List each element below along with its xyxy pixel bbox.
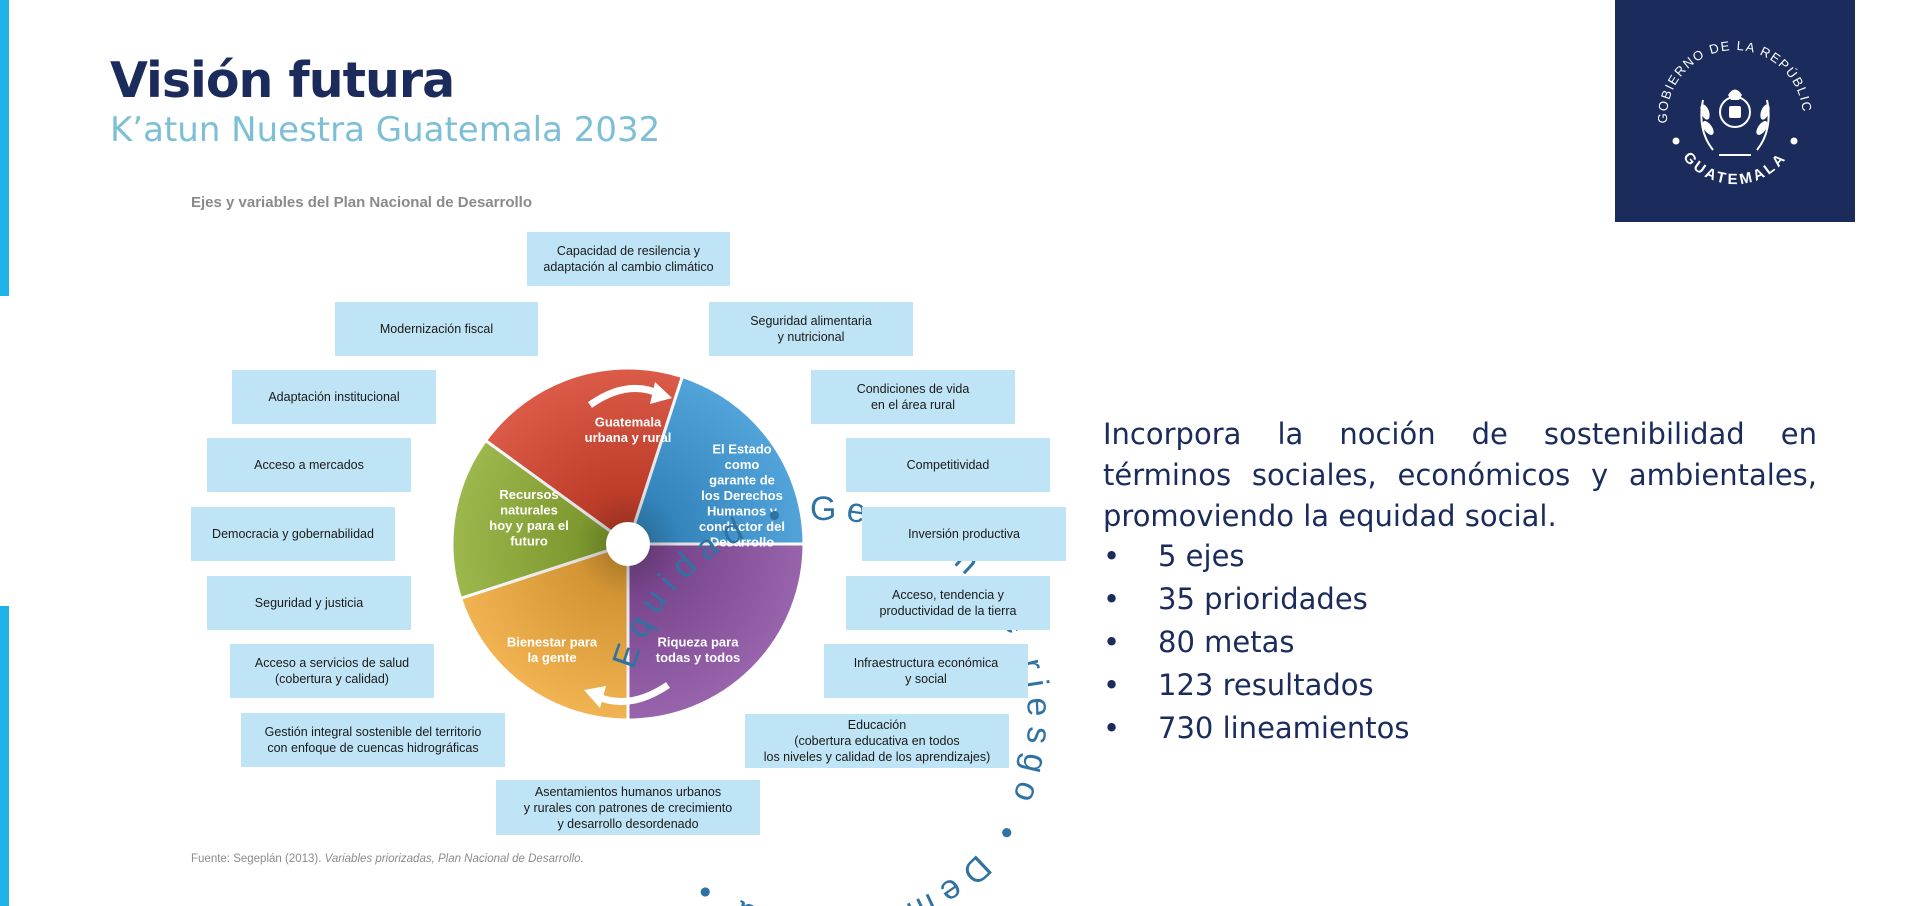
bullet-text: 5 ejes (1158, 539, 1245, 573)
variable-box: Gestión integral sostenible del territor… (241, 713, 505, 767)
source-title: Variables priorizadas, Plan Nacional de … (324, 853, 584, 865)
accent-bar-top (0, 0, 9, 296)
wheel-sector (450, 438, 632, 601)
bullet-text: 35 prioridades (1158, 582, 1368, 616)
source-prefix: Fuente: Segeplán (2013). (191, 853, 325, 865)
variable-box: Condiciones de vida en el área rural (811, 370, 1015, 424)
wheel-sector (626, 542, 806, 722)
coat-of-arms-icon: GOBIERNO DE LA REPÚBLICA GUATEMALA (1610, 0, 1815, 188)
cycle-arrow-bottom (592, 682, 670, 706)
variable-box: Seguridad alimentaria y nutricional (709, 302, 913, 356)
bullet-list: • 5 ejes • 35 prioridades • 80 metas • 123 r… (1103, 535, 1409, 750)
bullet-marker: • (1103, 625, 1121, 659)
wheel-sector (483, 366, 685, 547)
variable-box: Inversión productiva (862, 507, 1066, 561)
government-seal: GOBIERNO DE LA REPÚBLICA GUATEMALA (1610, 0, 1855, 222)
list-item: • 5 ejes (1103, 535, 1409, 578)
variable-box: Infraestructura económica y social (824, 644, 1028, 698)
list-item: • 80 metas (1103, 621, 1409, 664)
cycle-arrow-bottom-head (584, 686, 606, 708)
variable-box: Educación (cobertura educativa en todos … (745, 714, 1009, 768)
bullet-text: 80 metas (1158, 625, 1295, 659)
list-item: • 35 prioridades (1103, 578, 1409, 621)
wheel-center (606, 522, 650, 566)
bullet-text: 730 lineamientos (1158, 711, 1410, 745)
bullet-marker: • (1103, 582, 1121, 616)
cycle-arrow-top (587, 385, 664, 408)
seal-top-text: GOBIERNO DE LA REPÚBLICA (1615, 0, 1815, 123)
variable-box: Capacidad de resilencia y adaptación al … (527, 232, 730, 286)
diagram-caption: Ejes y variables del Plan Nacional de De… (191, 194, 532, 211)
variable-box: Seguridad y justicia (207, 576, 411, 630)
accent-bar-bottom (0, 606, 9, 906)
variable-box: Acceso, tendencia y productividad de la … (846, 576, 1050, 630)
list-item: • 123 resultados (1103, 664, 1409, 707)
variable-box: Democracia y gobernabilidad (191, 507, 395, 561)
slide-title: Visión futura (110, 52, 455, 109)
list-item: • 730 lineamientos (1103, 707, 1409, 750)
variable-box: Asentamientos humanos urbanos y rurales … (496, 780, 760, 835)
wheel-sector (625, 374, 806, 546)
variable-box: Competitividad (846, 438, 1050, 492)
bullet-text: 123 resultados (1158, 668, 1374, 702)
variable-box: Adaptación institucional (232, 370, 436, 424)
bullet-marker: • (1103, 539, 1121, 573)
variable-box: Acceso a servicios de salud (cobertura y… (230, 644, 434, 698)
slide-subtitle: K’atun Nuestra Guatemala 2032 (110, 110, 661, 150)
variable-box: Acceso a mercados (207, 438, 411, 492)
source-note: Fuente: Segeplán (2013). Variables prior… (191, 853, 584, 865)
variable-box: Modernización fiscal (335, 302, 538, 356)
body-paragraph: Incorpora la noción de sostenibilidad en… (1103, 417, 1817, 533)
bullet-marker: • (1103, 711, 1121, 745)
cycle-arrow-top-head (650, 382, 672, 404)
wheel-sector (458, 541, 630, 722)
bullet-marker: • (1103, 668, 1121, 702)
